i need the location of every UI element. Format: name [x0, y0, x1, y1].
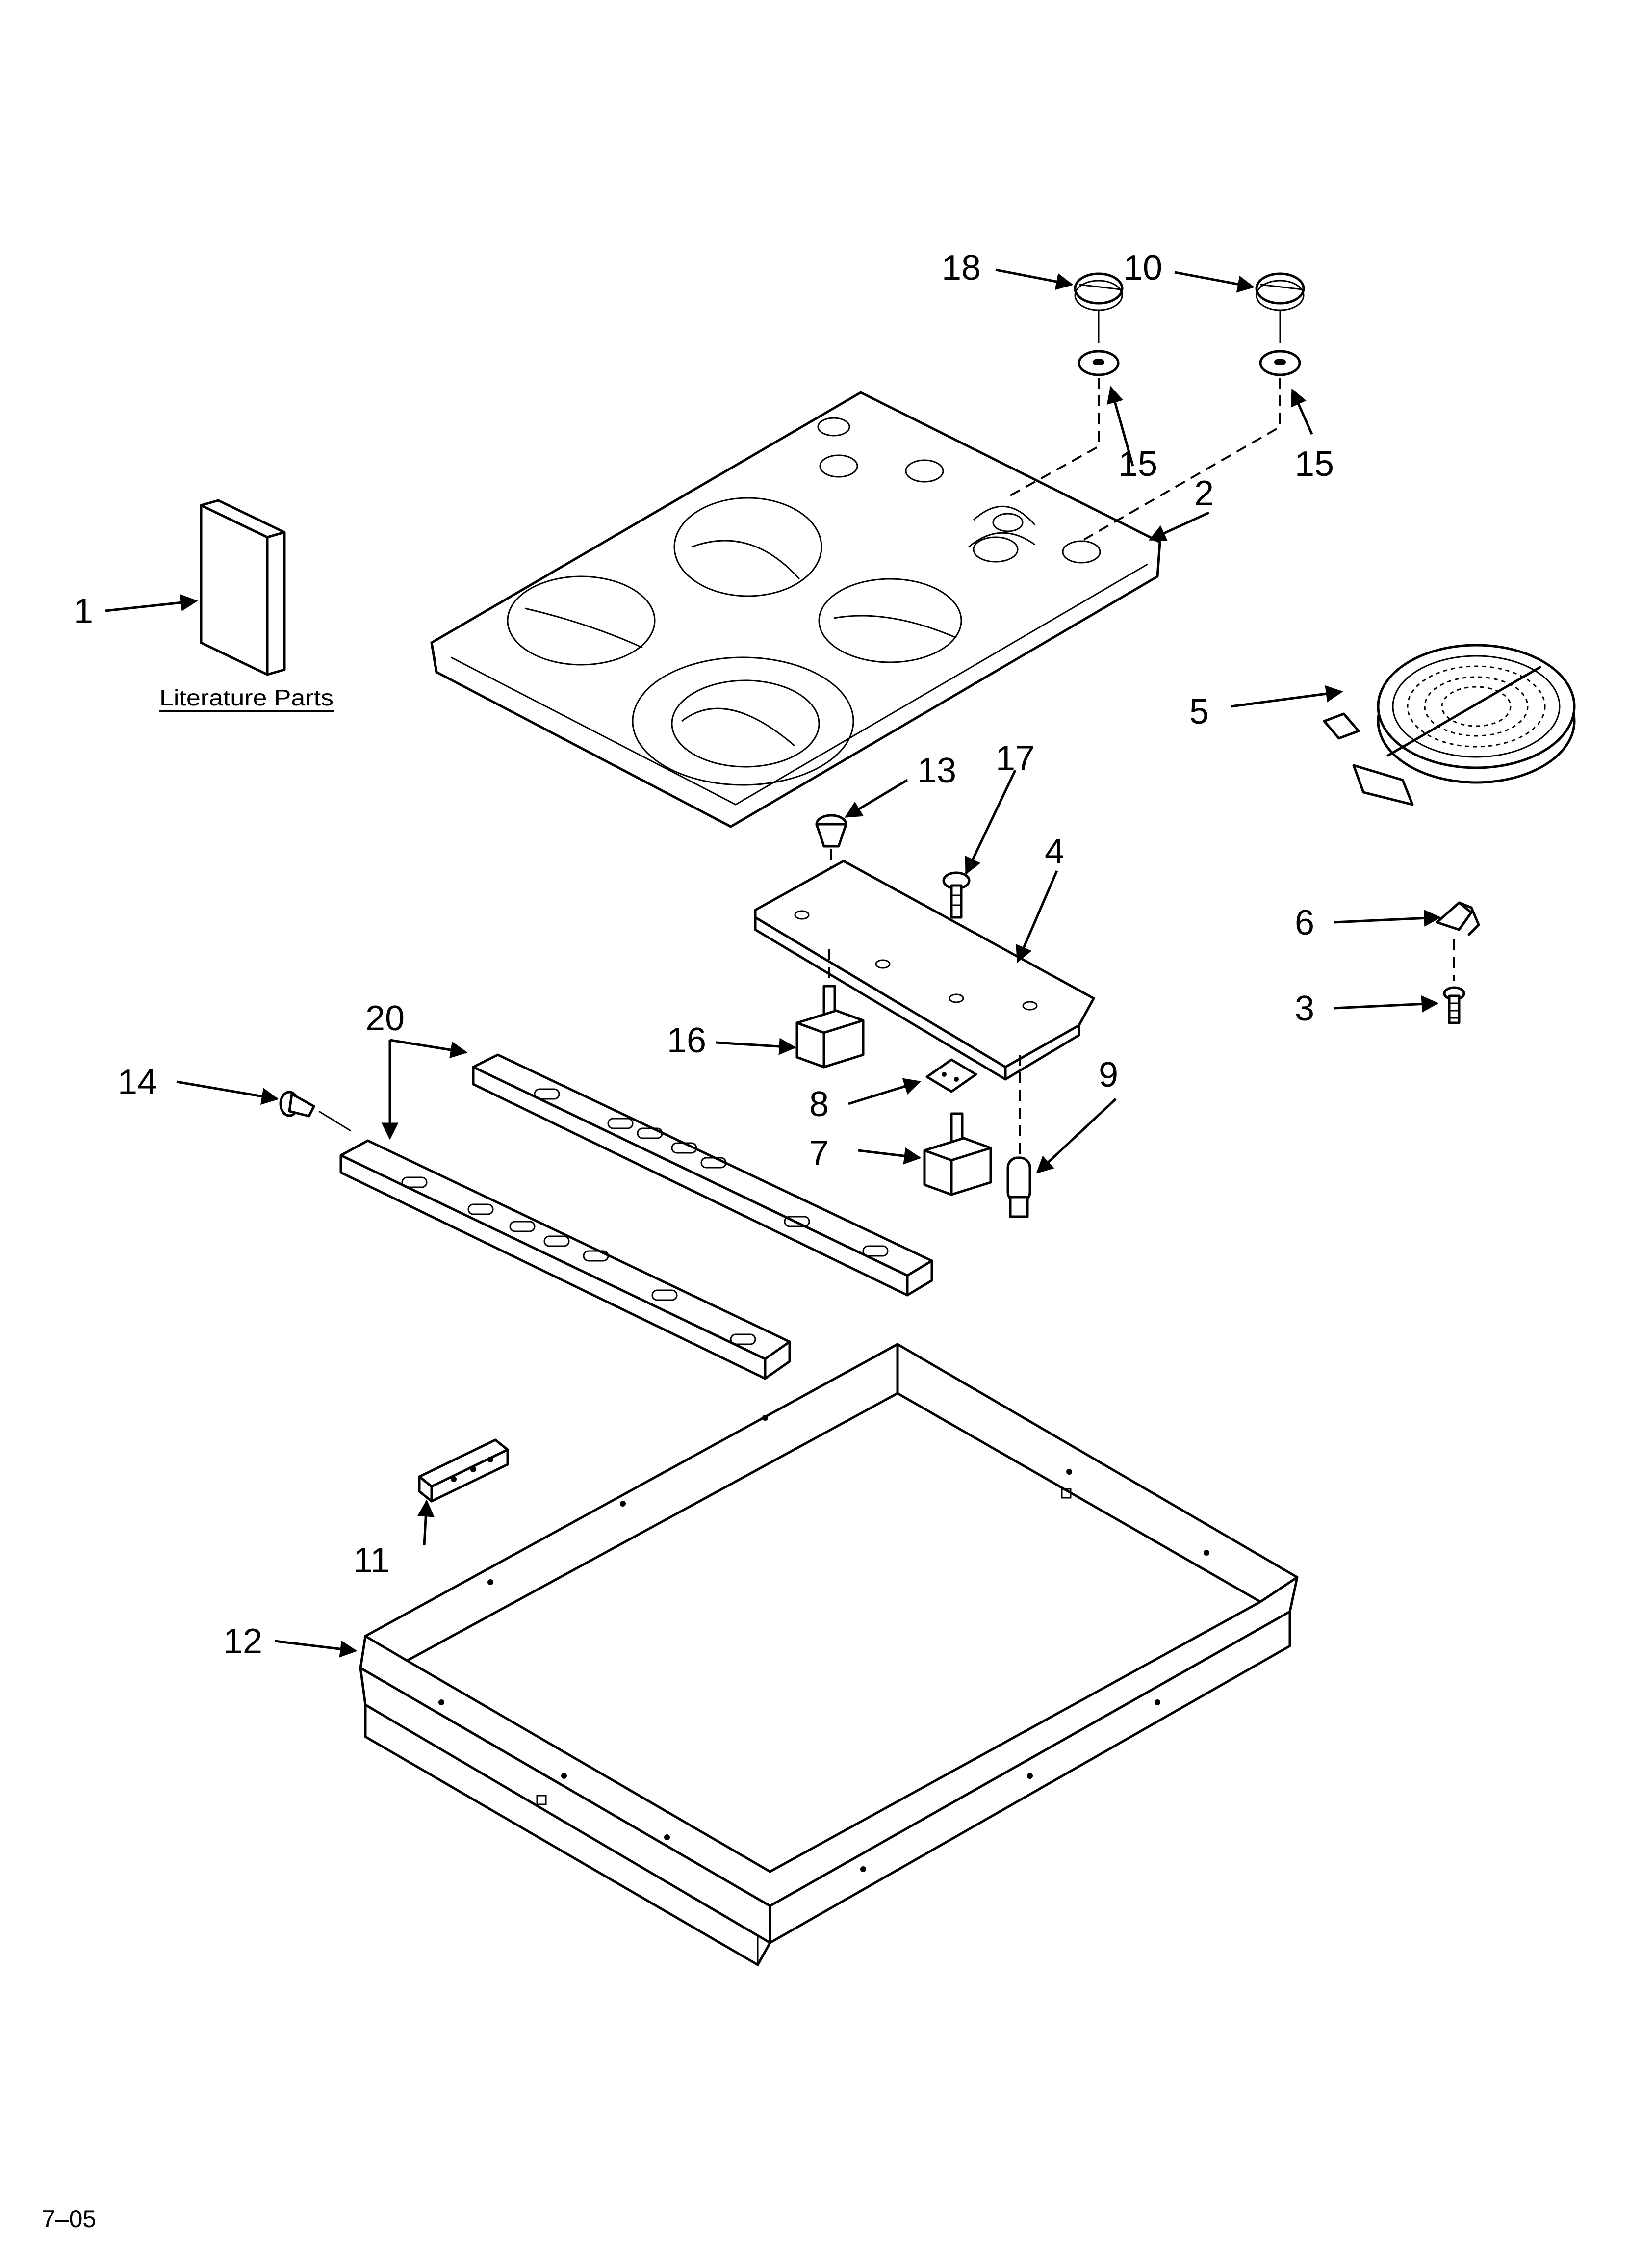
support-rail-lower	[339, 1139, 791, 1380]
callout-2: 2	[1194, 474, 1214, 513]
callout-12: 12	[223, 1622, 262, 1661]
callout-10: 10	[1123, 248, 1162, 287]
bracket-11	[418, 1438, 509, 1503]
callout-4: 4	[1045, 832, 1064, 871]
support-rail-upper	[472, 1053, 933, 1297]
control-knob-10	[1255, 272, 1305, 311]
cooktop-frame	[359, 1343, 1299, 1966]
washer-15-right	[1259, 350, 1301, 376]
callout-15-right: 15	[1295, 444, 1334, 484]
washer-15-left	[1078, 350, 1120, 376]
cooktop-control-markings	[817, 417, 1101, 564]
callout-7: 7	[809, 1134, 829, 1173]
burner-left-rear	[507, 575, 656, 666]
literature-parts-label: Literature Parts	[159, 685, 334, 710]
glass-cooktop	[430, 391, 1161, 828]
radiant-heating-element	[1323, 644, 1576, 806]
callout-15-left: 15	[1118, 444, 1157, 484]
screw-14	[279, 1091, 315, 1118]
callout-16: 16	[667, 1021, 706, 1060]
infinite-switch-16	[795, 985, 865, 1069]
indicator-light-9	[1006, 1156, 1031, 1218]
mounting-plate-8	[925, 1058, 977, 1093]
callout-5: 5	[1189, 692, 1209, 731]
footer-date-code: 7–05	[42, 2205, 96, 2233]
burner-right	[818, 578, 962, 663]
control-panel-bracket	[754, 860, 1095, 1081]
callout-18: 18	[942, 248, 981, 287]
infinite-switch-7	[923, 1112, 992, 1196]
callout-11: 11	[353, 1541, 390, 1580]
element-clip	[1436, 901, 1480, 936]
callout-13: 13	[917, 751, 956, 790]
burner-center-rear	[673, 497, 822, 597]
bumper-13	[815, 814, 847, 848]
callout-20: 20	[365, 999, 405, 1038]
control-knob-18	[1074, 272, 1124, 311]
leader-arrows	[105, 268, 1441, 1658]
literature-booklet	[200, 499, 286, 676]
callout-6: 6	[1295, 903, 1314, 942]
callout-3: 3	[1295, 989, 1314, 1028]
callout-9: 9	[1099, 1055, 1118, 1095]
screw-17	[942, 871, 971, 919]
callout-17: 17	[996, 739, 1035, 778]
callout-8: 8	[809, 1085, 829, 1124]
callout-14: 14	[118, 1063, 157, 1102]
callout-1: 1	[74, 592, 93, 631]
burner-front-large	[632, 656, 854, 786]
screw-3	[1443, 986, 1465, 1024]
